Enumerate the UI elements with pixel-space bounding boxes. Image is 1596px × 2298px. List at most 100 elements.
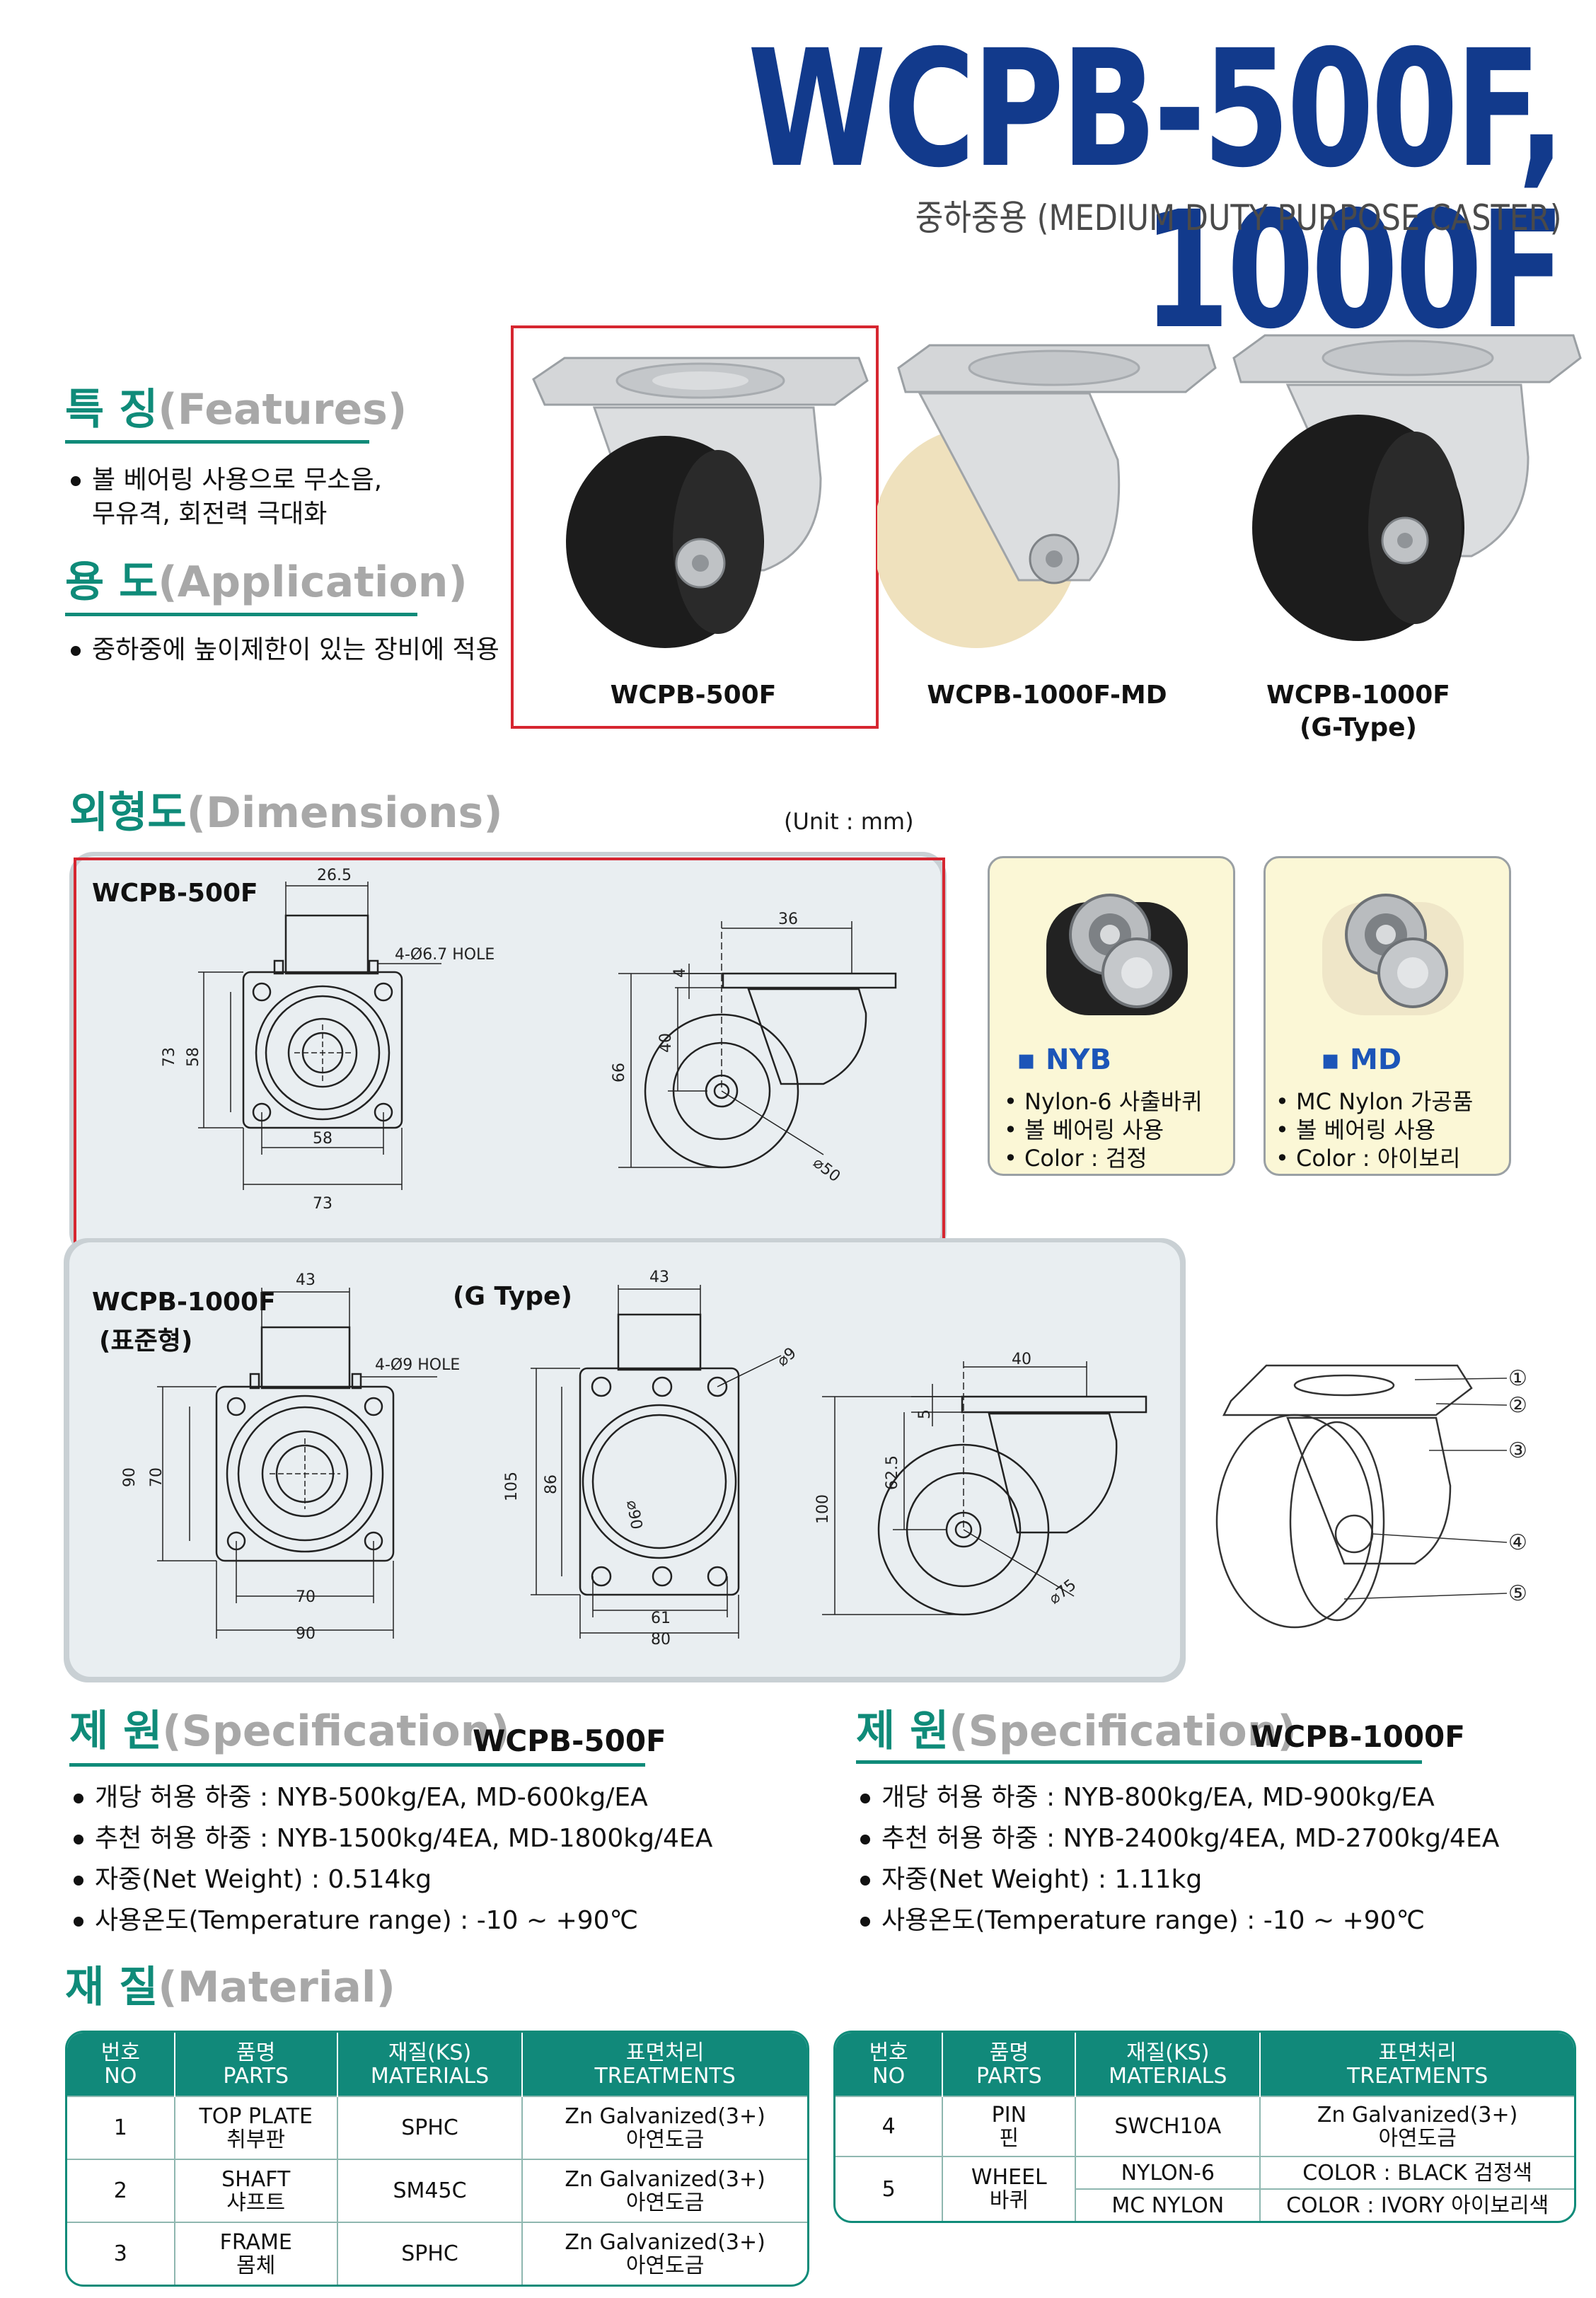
dim-g-width-inner: 61 xyxy=(651,1610,671,1627)
page-title: WCPB-500F, 1000F xyxy=(747,15,1566,364)
dim-g-hole: ⌀9 xyxy=(774,1344,800,1370)
spec-title-ko: 제 원 xyxy=(856,1707,949,1756)
application-line-1: 중하중에 높이제한이 있는 장비에 적용 xyxy=(71,634,499,667)
bullet-icon xyxy=(74,1835,83,1844)
material-title-en: (Material) xyxy=(158,1963,395,2012)
features-title-ko: 특 징 xyxy=(65,385,158,434)
dim-g-top-width: 43 xyxy=(649,1269,669,1286)
dim-g-height-inner: 86 xyxy=(543,1474,560,1494)
spec-title-en: (Specification) xyxy=(949,1707,1297,1756)
drawing-label-500f: WCPB-500F xyxy=(92,879,258,908)
dim-wheel-diameter: ⌀50 xyxy=(809,1154,843,1186)
dimensions-title-ko: 외형도 xyxy=(69,788,187,838)
bullet-icon xyxy=(860,1876,870,1886)
spec-1000f-line-3: 자중(Net Weight) : 1.11kg xyxy=(860,1864,1202,1897)
drawing-label-gtype: (G Type) xyxy=(453,1282,572,1311)
product-caption-gtype: (G-Type) xyxy=(1299,713,1418,742)
bullet-icon xyxy=(860,1794,870,1803)
spec-heading-1000f: 제 원(Specification) xyxy=(856,1708,1297,1755)
dimension-panel-500f xyxy=(74,856,941,1252)
callout-1: ① xyxy=(1508,1366,1527,1391)
nyb-title: ▪ NYB xyxy=(1017,1044,1111,1076)
dimensions-title-en: (Dimensions) xyxy=(186,788,503,838)
dim-plate-thickness: 4 xyxy=(671,968,689,978)
bullet-icon xyxy=(860,1917,870,1927)
drawing-label-1000f: WCPB-1000F xyxy=(92,1288,276,1317)
bullet-icon xyxy=(71,646,81,656)
dim-height-inner: 58 xyxy=(185,1047,202,1067)
dim-g-height-outer: 105 xyxy=(503,1472,521,1501)
spec-model-500f: WCPB-500F xyxy=(473,1724,666,1758)
dim-width-inner: 70 xyxy=(296,1588,316,1606)
spec-model-1000f: WCPB-1000F xyxy=(1251,1719,1465,1754)
callout-2: ② xyxy=(1508,1393,1527,1418)
application-heading: 용 도(Application) xyxy=(65,559,468,606)
spec-1000f-line-4: 사용온도(Temperature range) : -10 ~ +90℃ xyxy=(860,1905,1425,1938)
dim-height-outer: 90 xyxy=(121,1467,139,1487)
nyb-line-2: • 볼 베어링 사용 xyxy=(1004,1116,1164,1143)
parts-diagram: ① ② ③ ④ ⑤ xyxy=(1215,1364,1527,1629)
drawing-wcpb-1000f: 43 4-Ø9 HOLE 90 70 70 90 43 ⌀9 105 86 ⌀9… xyxy=(121,1269,1147,1649)
unit-label: (Unit : mm) xyxy=(784,808,914,835)
spec-underline-500f xyxy=(69,1763,645,1767)
product-photo-wcpb-1000f-g xyxy=(1232,334,1582,641)
dim-height-inner: 70 xyxy=(148,1467,166,1487)
spec-1000f-line-2: 추천 허용 하중 : NYB-2400kg/4EA, MD-2700kg/4EA xyxy=(860,1823,1499,1856)
dim-side-offset: 40 xyxy=(1012,1351,1031,1368)
wheel-card-nyb: ▪ NYB • Nylon-6 사출바퀴 • 볼 베어링 사용 • Color … xyxy=(988,856,1235,1176)
product-caption-wcpb-500f: WCPB-500F xyxy=(610,681,777,710)
wheel-card-md: ▪ MD • MC Nylon 가공품 • 볼 베어링 사용 • Color :… xyxy=(1264,856,1511,1176)
nyb-line-1: • Nylon-6 사출바퀴 xyxy=(1004,1088,1203,1115)
bullet-icon xyxy=(71,476,81,486)
bullet-icon xyxy=(860,1835,870,1844)
dim-width-inner: 58 xyxy=(313,1130,332,1148)
product-photo-wcpb-1000f-md xyxy=(877,344,1217,648)
dim-axle-height: 62.5 xyxy=(884,1455,901,1490)
material-heading: 재 질(Material) xyxy=(65,1964,395,2011)
col-header-materials: 재질(KS)MATERIALS xyxy=(1075,2033,1261,2096)
application-title-ko: 용 도 xyxy=(65,558,158,607)
dim-axle-height: 40 xyxy=(657,1033,675,1053)
dim-total-height: 100 xyxy=(814,1494,832,1524)
callout-5: ⑤ xyxy=(1508,1581,1527,1606)
md-line-2: • 볼 베어링 사용 xyxy=(1276,1116,1436,1143)
bullet-icon xyxy=(74,1917,83,1927)
dim-top-width: 26.5 xyxy=(317,867,352,884)
spec-500f-line-4: 사용온도(Temperature range) : -10 ~ +90℃ xyxy=(74,1905,638,1938)
bullet-icon xyxy=(74,1876,83,1886)
features-underline xyxy=(65,440,369,444)
dim-hole: 4-Ø6.7 HOLE xyxy=(395,946,495,964)
nyb-wheel-icon xyxy=(1046,894,1188,1015)
dim-g-width-outer: 80 xyxy=(651,1631,671,1649)
bullet-icon xyxy=(74,1794,83,1803)
dimensions-heading: 외형도(Dimensions) xyxy=(69,790,503,836)
callout-3: ③ xyxy=(1508,1438,1527,1463)
features-line-1: 볼 베어링 사용으로 무소음, xyxy=(71,464,382,497)
table-row: MC NYLON COLOR : IVORY 아이보리색 xyxy=(835,2188,1574,2221)
dim-width-outer: 90 xyxy=(296,1625,316,1643)
product-caption-wcpb-1000f-g: WCPB-1000F xyxy=(1266,681,1450,710)
dim-side-offset: 36 xyxy=(778,911,798,928)
material-title-ko: 재 질 xyxy=(65,1963,158,2012)
dim-total-height: 66 xyxy=(611,1063,628,1082)
dim-hole: 4-Ø9 HOLE xyxy=(375,1356,460,1374)
spec-500f-line-1: 개당 허용 하중 : NYB-500kg/EA, MD-600kg/EA xyxy=(74,1782,648,1815)
product-caption-wcpb-1000f-md: WCPB-1000F-MD xyxy=(927,681,1167,710)
dim-g-bore: ⌀90 xyxy=(623,1499,645,1531)
spec-1000f-line-1: 개당 허용 하중 : NYB-800kg/EA, MD-900kg/EA xyxy=(860,1782,1435,1815)
spec-title-ko: 제 원 xyxy=(69,1707,163,1756)
drawing-wcpb-500f: 26.5 4-Ø6.7 HOLE 73 58 58 73 36 4 40 66 … xyxy=(161,867,897,1213)
nyb-line-3: • Color : 검정 xyxy=(1004,1145,1147,1172)
spec-500f-line-3: 자중(Net Weight) : 0.514kg xyxy=(74,1864,432,1897)
spec-underline-1000f xyxy=(856,1760,1422,1764)
